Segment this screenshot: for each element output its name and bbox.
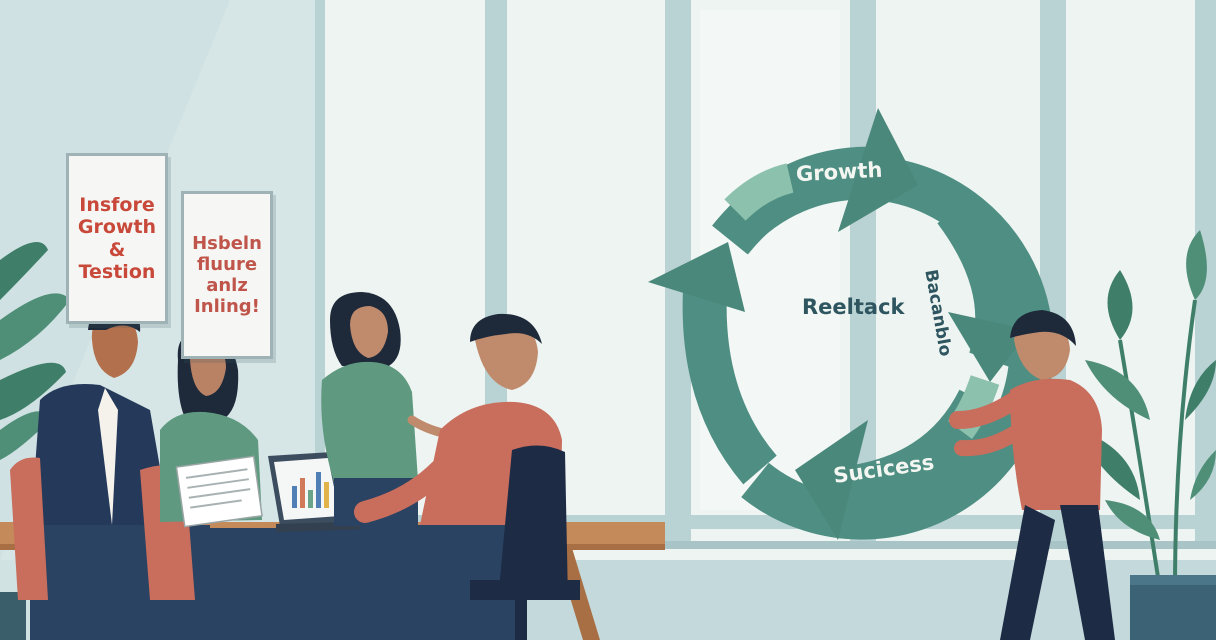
papers — [175, 455, 263, 528]
person-woman-standing — [321, 292, 463, 526]
poster-left-line-4: Testion — [78, 260, 156, 283]
arrowhead-left — [648, 242, 745, 312]
poster-left-line-1: Insfore — [79, 193, 155, 216]
poster-right-line-4: Inling! — [194, 296, 260, 318]
arrowhead-success — [795, 420, 868, 540]
poster-left: Insfore Growth & Testion — [66, 153, 168, 324]
cycle-label-growth: Growth — [795, 157, 883, 187]
left-plant — [0, 242, 70, 640]
poster-left-line-3: & — [108, 238, 126, 261]
poster-right-line-1: Hsbeln — [192, 232, 262, 254]
poster-right-line-3: anlz — [206, 275, 248, 296]
cycle-arrow-left — [682, 289, 777, 485]
cycle-connector-light — [724, 163, 794, 221]
arrowhead-right — [948, 312, 1030, 382]
arrowhead-growth — [838, 108, 918, 232]
poster-right: Hsbeln fluure anlz Inling! — [181, 191, 273, 359]
poster-right-line-2: fluure — [196, 253, 258, 275]
right-plant — [1080, 230, 1216, 640]
office-chair — [470, 445, 580, 640]
poster-left-line-2: Growth — [77, 216, 157, 239]
cycle-label-feedback: Reeltack — [802, 295, 905, 319]
laptop-bar-chart — [292, 472, 329, 508]
person-man-pushing — [949, 310, 1115, 640]
